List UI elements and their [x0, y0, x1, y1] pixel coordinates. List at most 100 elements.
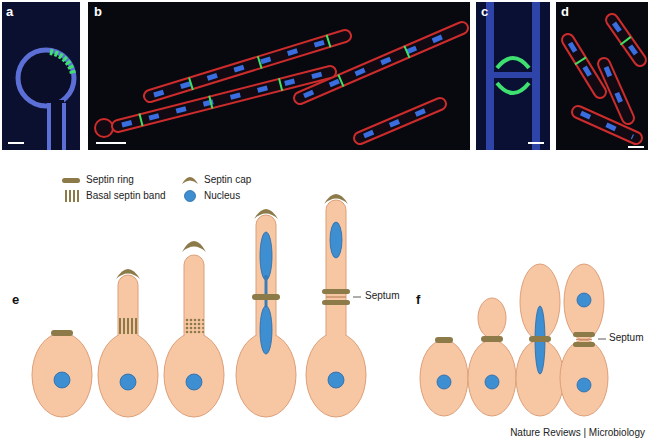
micrograph-panel [568, 40, 600, 92]
budding-cell [564, 264, 604, 340]
micrograph-panel [625, 40, 640, 60]
budding-cell [516, 264, 564, 416]
septin-dots [186, 323, 189, 326]
budding-cell [481, 336, 503, 342]
hypha-cell [324, 194, 348, 204]
budding-cell [598, 339, 606, 340]
legend-swatch [77, 190, 79, 202]
micrograph-panel [62, 103, 66, 150]
micrograph-panel [340, 28, 462, 81]
legend-swatch [185, 191, 196, 202]
legend-swatch [62, 178, 80, 183]
micrograph-panel [604, 64, 628, 118]
septin-dots [186, 327, 189, 330]
part-label: Septum [609, 332, 643, 344]
legend-text: Septin ring [86, 174, 134, 186]
germ-tube-cell [118, 275, 138, 345]
micrograph-panel [532, 2, 540, 150]
hypha-cell [322, 289, 350, 294]
micrograph-panel [497, 58, 529, 68]
legend-swatch [66, 190, 78, 202]
germ-tube-cell [127, 318, 129, 334]
yeast-cell [437, 375, 451, 389]
hypha-cell [260, 306, 272, 354]
septin-dots [186, 331, 189, 334]
germ-tube-cell [98, 269, 158, 417]
micrograph-panel [476, 2, 550, 150]
septin-dots [198, 319, 201, 322]
micrograph-panel [580, 60, 600, 92]
septin-dots [194, 319, 197, 322]
panel-letter: f [416, 292, 420, 308]
panel-letter: d [561, 4, 569, 20]
yeast-cell [420, 337, 468, 416]
septin-dots [190, 323, 193, 326]
legend-text: Septin cap [204, 174, 251, 186]
micrograph-panel [476, 2, 550, 150]
budding-cell [485, 375, 499, 389]
budding-cell [573, 342, 595, 347]
hypha-cell [326, 200, 346, 336]
septin-dots [198, 331, 201, 334]
micrograph-panel [49, 100, 64, 150]
germ-tube-cell [120, 374, 136, 390]
budding-cell [560, 264, 608, 416]
budding-cell [576, 339, 592, 341]
budding-cell [573, 332, 595, 337]
hypha-cell [236, 209, 296, 417]
legend-swatch [185, 191, 196, 202]
yeast-cell [435, 337, 453, 343]
micrograph-panel [581, 113, 633, 137]
micrograph-panel [300, 28, 462, 98]
germ-tube-cell [123, 318, 125, 334]
legend-swatch [62, 178, 80, 183]
yeast-cell [32, 333, 92, 417]
micrograph-panel [95, 119, 113, 137]
yeast-cell [51, 330, 73, 336]
micrograph-panel [18, 50, 74, 106]
micrograph-panel [568, 40, 600, 92]
hypha-cell [306, 194, 366, 417]
germ-tube-cell [119, 318, 121, 334]
hypha-cell [353, 297, 361, 298]
panel-letter: e [12, 292, 19, 308]
micrograph-panel [8, 142, 24, 144]
septin-dots [202, 323, 204, 325]
micrograph-panel [612, 20, 640, 60]
micrograph-panel [528, 142, 544, 144]
micrograph-panel [364, 106, 436, 136]
micrograph-panel [122, 73, 326, 125]
septin-dots [198, 327, 201, 330]
septin-dots [190, 331, 193, 334]
germ-tube-cell [164, 333, 224, 417]
germ-tube-cell [118, 275, 138, 336]
budding-cell [577, 378, 591, 392]
journal-credit: Nature Reviews | Microbiology [510, 427, 645, 439]
micrograph-panel [360, 104, 440, 138]
budding-cell [468, 340, 516, 416]
micrograph-panel [612, 20, 640, 60]
germ-tube-cell [184, 255, 204, 345]
septin-dots [202, 327, 204, 329]
germ-tube-cell [98, 333, 158, 417]
legend-swatch [182, 177, 198, 184]
micrograph-panel [497, 83, 529, 93]
micrograph-panel [360, 104, 440, 138]
septin-dots [190, 327, 193, 330]
micrograph-panel [2, 2, 80, 150]
hypha-cell [306, 333, 366, 417]
micrograph-panel [494, 72, 532, 78]
septin-dots [202, 319, 204, 321]
hypha-cell [322, 300, 350, 305]
germ-tube-cell [164, 241, 224, 417]
budding-cell [577, 293, 591, 307]
micrograph-panel [570, 43, 598, 89]
legend-swatch [73, 190, 75, 202]
hypha-cell [265, 276, 267, 310]
septin-dots [202, 331, 204, 333]
micrograph-panel [154, 37, 341, 95]
panel-letter: b [94, 4, 102, 20]
hypha-cell [326, 296, 346, 298]
